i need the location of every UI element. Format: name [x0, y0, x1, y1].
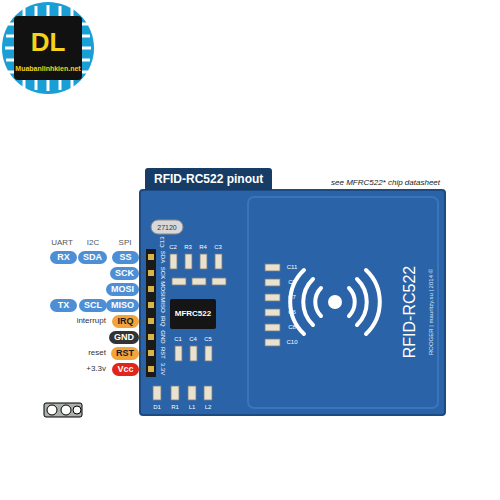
spi-pin-label: MISO	[106, 299, 139, 312]
part-label: R4	[199, 244, 207, 250]
part-label: R3	[184, 244, 192, 250]
board-pin-name: GND	[160, 330, 166, 343]
pin-name: SDA	[83, 253, 102, 262]
pin-function: reset	[88, 349, 106, 357]
logo-disc	[2, 2, 94, 94]
part-label: C13	[159, 236, 165, 247]
pin-name: SCK	[115, 269, 134, 278]
pin-name: IRQ	[117, 317, 133, 326]
part-label: C2	[169, 244, 177, 250]
antenna-trace	[248, 197, 438, 408]
pin-name: RX	[57, 253, 70, 262]
board-pin-name: SDA	[160, 251, 166, 263]
crystal-marking: 27120	[157, 224, 176, 231]
pin-name: SS	[119, 253, 131, 262]
part-label: D1	[153, 404, 161, 410]
pin-name: SCL	[84, 301, 102, 310]
title-tab: RFID-RC522 pinout	[145, 168, 272, 190]
i2c-pin-label: SCL	[79, 299, 107, 312]
pin-name: GND	[114, 333, 134, 342]
pin-name: MISO	[111, 301, 134, 310]
part-label: C10	[286, 339, 297, 345]
part-label: C11	[287, 264, 298, 270]
pin-leaders	[140, 257, 146, 369]
ground-pin-label: GND	[109, 331, 139, 344]
pin-function: interrupt	[77, 317, 106, 325]
reset-pin-label: RST	[111, 347, 139, 360]
spi-pin-label: MOSI	[106, 283, 139, 296]
chip-body: MFRC522	[170, 299, 216, 329]
part-label: C6	[288, 309, 296, 315]
part-label: C7	[288, 294, 296, 300]
uart-pin-label: RX	[50, 251, 77, 264]
part-label: R1	[171, 404, 179, 410]
pin-function: +3.3v	[86, 365, 106, 373]
pin-name: Vcc	[117, 365, 133, 374]
board-name: RFID-RC522	[402, 266, 418, 358]
board-pin-name: IRQ	[160, 316, 166, 327]
logo-chip	[14, 16, 82, 80]
crystal	[151, 220, 183, 234]
cc-badge	[44, 403, 82, 417]
rfid-symbol	[290, 270, 380, 334]
datasheet-note: see MFRC522* chip datasheet	[331, 179, 440, 187]
chip-pins	[5, 5, 91, 91]
board-pin-name: RST	[160, 347, 166, 359]
part-label: C1	[174, 336, 182, 342]
smd-parts	[153, 254, 280, 400]
spi-pin-label: SCK	[110, 267, 139, 280]
pcb-board	[140, 190, 445, 415]
part-label: L1	[189, 404, 196, 410]
part-label: C4	[189, 336, 197, 342]
protocol-header: I2C	[87, 239, 99, 247]
pin-name: MOSI	[111, 285, 134, 294]
pin-header	[146, 249, 156, 377]
part-label: C3	[214, 244, 222, 250]
protocol-header: UART	[51, 239, 73, 247]
uart-pin-label: TX	[50, 299, 77, 312]
header-pins	[148, 254, 154, 372]
i2c-pin-label: SDA	[78, 251, 107, 264]
pin-name: TX	[58, 301, 70, 310]
pin-name: MFRC522	[175, 310, 211, 318]
power-pin-label: Vcc	[112, 363, 139, 376]
part-label: L2	[205, 404, 212, 410]
spi-pin-label: SS	[112, 251, 139, 264]
protocol-header: SPI	[119, 239, 132, 247]
watermark: ROOGER | mauritzy.su | 2014 ©	[428, 269, 434, 355]
board-pin-name: SCK	[160, 267, 166, 279]
pin-name: RST	[116, 349, 134, 358]
part-label: C9	[288, 279, 296, 285]
interrupt-pin-label: IRQ	[112, 315, 139, 328]
board-pin-name: MOSI	[160, 281, 166, 296]
logo-site: Muabanlinhkien.net	[15, 65, 80, 72]
part-label: C8	[288, 324, 296, 330]
board-pin-name: 3.3V	[160, 363, 166, 375]
part-label: C5	[204, 336, 212, 342]
board-pin-name: MISO	[160, 297, 166, 312]
logo-text: DL	[31, 29, 66, 55]
